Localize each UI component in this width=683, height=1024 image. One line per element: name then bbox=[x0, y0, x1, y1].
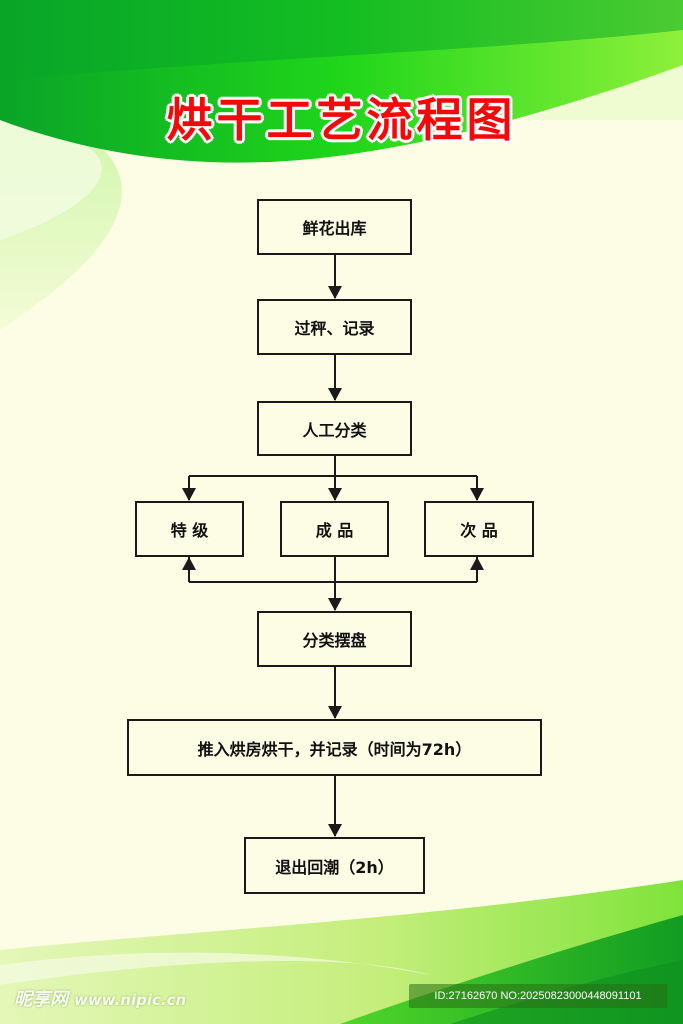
page-title: 烘干工艺流程图 bbox=[166, 93, 517, 147]
node-grade-inferior-label: 次 品 bbox=[460, 521, 498, 540]
node-step5: 推入烘房烘干，并记录（时间为72h） bbox=[127, 719, 542, 776]
watermark-url: www.nipic.cn bbox=[74, 991, 187, 1009]
node-step1-label: 鲜花出库 bbox=[302, 219, 367, 238]
watermark-id: ID:27162670 NO:20250823000448091101 bbox=[409, 984, 667, 1008]
arrow-step2-step3-head bbox=[328, 388, 342, 401]
watermark-id-text: ID:27162670 NO:20250823000448091101 bbox=[434, 990, 642, 1002]
node-step2: 过秤、记录 bbox=[257, 299, 412, 355]
arrow-step5-step6-head bbox=[328, 824, 342, 837]
watermark-brand-name: 昵享网 bbox=[14, 989, 68, 1010]
node-grade-special: 特 级 bbox=[135, 501, 244, 557]
arrow-head-special bbox=[182, 488, 196, 501]
arrow-head-finished bbox=[328, 488, 342, 501]
node-step1: 鲜花出库 bbox=[257, 199, 412, 255]
node-step4: 分类摆盘 bbox=[257, 611, 412, 667]
arrow-step4-step5-head bbox=[328, 706, 342, 719]
arrow-head-inferior bbox=[470, 488, 484, 501]
watermark-brand: 昵享网 www.nipic.cn bbox=[14, 985, 186, 1011]
node-step5-label: 推入烘房烘干，并记录（时间为72h） bbox=[197, 739, 472, 759]
node-step6-label: 退出回潮（2h） bbox=[275, 857, 394, 877]
node-step2-label: 过秤、记录 bbox=[294, 319, 375, 338]
node-step3: 人工分类 bbox=[257, 401, 412, 456]
node-step4-label: 分类摆盘 bbox=[302, 631, 367, 650]
arrow-head-step4 bbox=[328, 598, 342, 611]
arrow-head-up-inferior bbox=[470, 557, 484, 570]
node-step6: 退出回潮（2h） bbox=[244, 837, 425, 894]
node-grade-inferior: 次 品 bbox=[424, 501, 534, 557]
node-grade-special-label: 特 级 bbox=[170, 521, 209, 540]
node-grade-finished: 成 品 bbox=[280, 501, 389, 557]
arrow-step1-step2-head bbox=[328, 286, 342, 299]
arrow-head-up-special bbox=[182, 557, 196, 570]
node-step3-label: 人工分类 bbox=[302, 420, 367, 440]
node-grade-finished-label: 成 品 bbox=[315, 521, 354, 540]
